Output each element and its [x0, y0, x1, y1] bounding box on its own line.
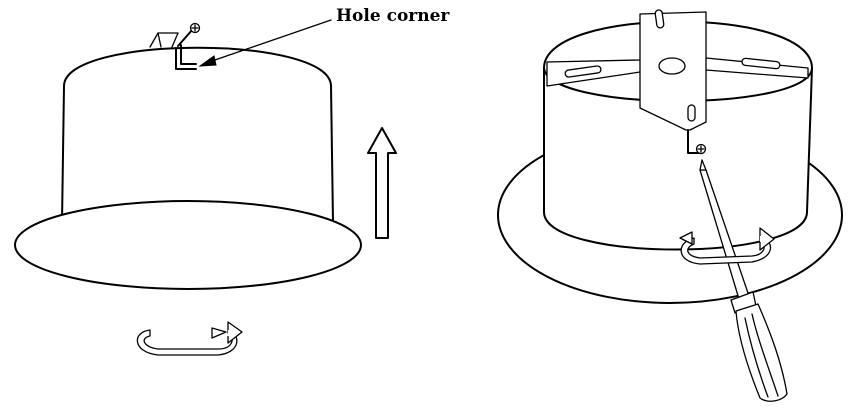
hole-corner-slot	[149, 22, 201, 70]
up-arrow	[367, 127, 397, 239]
left-rotate-arrow	[136, 321, 243, 356]
callout-arrow	[198, 19, 332, 67]
left-speaker-can	[14, 46, 362, 290]
screwdriver	[699, 159, 788, 402]
right-rotate-arrow	[679, 227, 775, 265]
mounting-bracket	[546, 9, 809, 131]
hole-corner-label: Hole corner	[336, 6, 450, 26]
right-hook	[687, 129, 707, 155]
